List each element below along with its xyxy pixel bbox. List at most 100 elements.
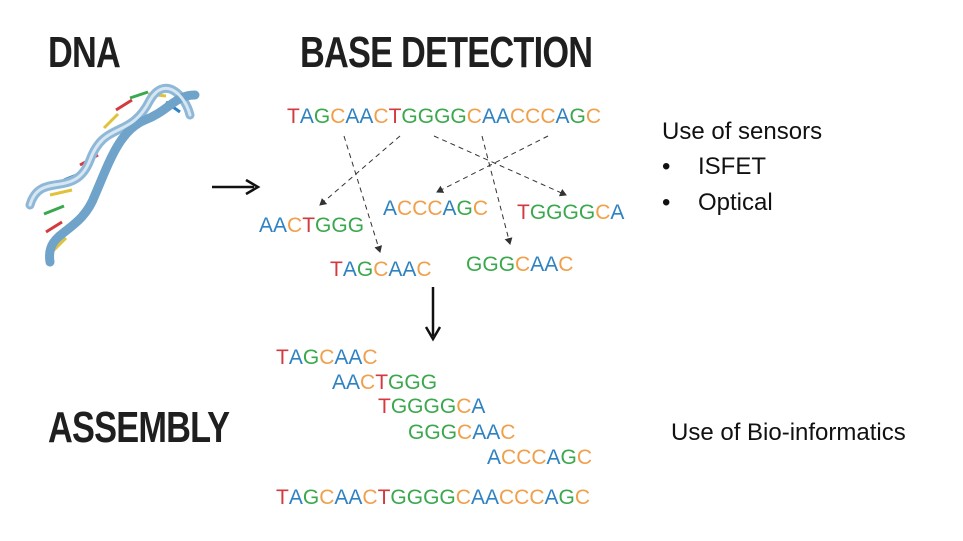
base-a: A	[487, 446, 502, 469]
assembly-read-2: AACTGGG	[332, 372, 437, 393]
fragment-gggcaac: GGGCAAC	[466, 254, 573, 275]
base-a: A	[299, 105, 314, 128]
base-c: C	[362, 346, 378, 369]
base-c: C	[373, 258, 389, 281]
assembled-sequence: TAGCAACTGGGGCAACCCAGC	[276, 487, 590, 508]
base-g: G	[331, 214, 348, 237]
base-a: A	[486, 421, 501, 444]
base-c: C	[456, 395, 472, 418]
base-c: C	[574, 486, 591, 509]
base-g: G	[423, 395, 440, 418]
base-g: G	[450, 105, 467, 128]
base-a: A	[610, 201, 625, 224]
base-c: C	[412, 197, 428, 220]
base-g: G	[456, 197, 473, 220]
base-g: G	[498, 253, 516, 276]
base-t: T	[276, 346, 289, 369]
base-c: C	[427, 197, 443, 220]
base-t: T	[287, 105, 300, 128]
base-g: G	[313, 105, 331, 128]
base-c: C	[501, 446, 517, 469]
base-g: G	[440, 421, 458, 444]
base-g: G	[546, 201, 563, 224]
base-g: G	[423, 486, 440, 509]
base-g: G	[356, 258, 374, 281]
assembly-read-3: TGGGGCA	[378, 396, 485, 417]
base-c: C	[466, 105, 482, 128]
base-g: G	[315, 214, 332, 237]
base-a: A	[348, 486, 363, 509]
base-g: G	[439, 486, 456, 509]
base-a: A	[334, 486, 349, 509]
base-g: G	[569, 105, 586, 128]
base-t: T	[276, 486, 289, 509]
dashed-line	[481, 135, 513, 245]
base-a: A	[530, 253, 545, 276]
sensor-item-optical: •Optical	[662, 189, 773, 217]
base-a: A	[388, 258, 403, 281]
base-a: A	[342, 258, 357, 281]
base-g: G	[390, 395, 408, 418]
base-c: C	[585, 105, 602, 128]
base-t: T	[517, 201, 530, 224]
base-g: G	[560, 446, 577, 469]
base-c: C	[319, 346, 335, 369]
base-a: A	[345, 105, 360, 128]
base-g: G	[401, 105, 418, 128]
base-a: A	[472, 421, 487, 444]
base-g: G	[302, 486, 320, 509]
base-c: C	[595, 201, 611, 224]
base-c: C	[330, 105, 346, 128]
base-c: C	[516, 446, 532, 469]
base-a: A	[288, 486, 303, 509]
base-c: C	[472, 197, 489, 220]
base-g: G	[424, 421, 441, 444]
base-a: A	[495, 105, 510, 128]
assembly-heading: ASSEMBLY	[48, 403, 230, 452]
base-a: A	[334, 346, 349, 369]
original-sequence: TAGCAACTGGGGCAACCCAGC	[287, 106, 601, 127]
base-a: A	[442, 197, 457, 220]
sensor-item-label: Optical	[698, 189, 773, 216]
base-detection-heading: BASE DETECTION	[300, 28, 593, 77]
base-t: T	[388, 105, 402, 128]
base-a: A	[402, 258, 417, 281]
base-g: G	[439, 395, 457, 418]
base-g: G	[420, 371, 438, 394]
base-g: G	[529, 201, 547, 224]
base-a: A	[383, 197, 398, 220]
sensors-title: Use of sensors	[662, 118, 823, 145]
base-g: G	[482, 253, 499, 276]
base-t: T	[377, 486, 391, 509]
base-a: A	[359, 105, 374, 128]
fragment-tggggca: TGGGGCA	[517, 202, 624, 223]
base-g: G	[390, 486, 407, 509]
base-a: A	[332, 371, 347, 394]
base-g: G	[404, 371, 421, 394]
base-a: A	[346, 371, 361, 394]
fragment-tagcaac: TAGCAAC	[330, 259, 432, 280]
base-a: A	[348, 346, 363, 369]
down-arrow-icon	[424, 287, 442, 342]
base-a: A	[555, 105, 570, 128]
base-g: G	[562, 201, 579, 224]
fragment-lines	[319, 135, 567, 253]
base-g: G	[578, 201, 596, 224]
base-c: C	[416, 258, 432, 281]
base-g: G	[417, 105, 435, 128]
base-a: A	[471, 395, 486, 418]
base-c: C	[514, 486, 530, 509]
base-g: G	[406, 486, 424, 509]
base-g: G	[434, 105, 451, 128]
base-c: C	[515, 253, 531, 276]
base-g: G	[347, 214, 365, 237]
base-g: G	[466, 253, 483, 276]
dna-helix-icon	[25, 83, 200, 267]
sensor-item-label: ISFET	[698, 153, 767, 180]
base-c: C	[531, 446, 547, 469]
base-c: C	[287, 214, 303, 237]
base-a: A	[544, 486, 559, 509]
base-a: A	[546, 446, 561, 469]
assembly-read-5: ACCCAGC	[487, 447, 592, 468]
